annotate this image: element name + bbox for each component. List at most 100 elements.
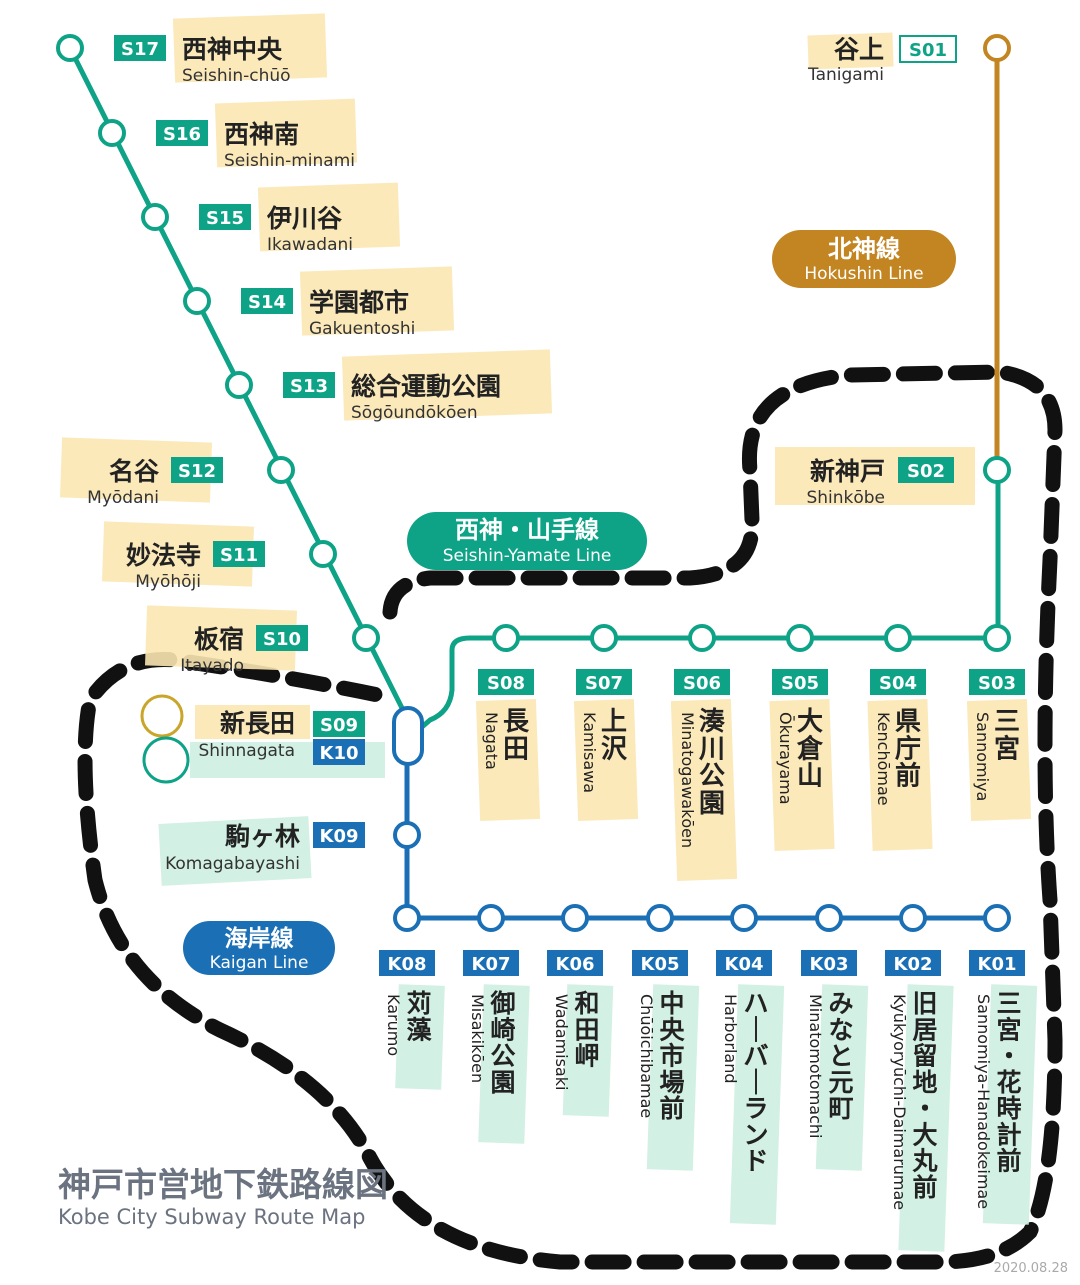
line-badge-seishin-jp: 西神・山手線 — [455, 516, 599, 544]
station-name-jp-k08: 苅藻 — [406, 989, 432, 1044]
station-marker-s06[interactable] — [688, 624, 716, 652]
station-name-jp-s16: 西神南 — [224, 120, 299, 149]
line-badge-seishin-yamate[interactable]: 西神・山手線 Seishin-Yamate Line — [407, 512, 647, 570]
station-marker-s04[interactable] — [884, 624, 912, 652]
highlight-mark — [562, 984, 614, 1117]
highlight-mark — [172, 13, 328, 83]
svg-text:S08: S08 — [487, 673, 525, 694]
station-name-en-s17: Seishin-chūō — [182, 66, 291, 86]
station-marker-s16[interactable] — [98, 119, 126, 147]
station-code-k09: K09 — [313, 822, 365, 848]
station-marker-s12[interactable] — [267, 456, 295, 484]
station-name-jp-s11: 妙法寺 — [126, 541, 201, 570]
station-name-en-s07: Kamisawa — [580, 712, 599, 793]
station-name-jp-s03: 三宮 — [994, 707, 1020, 764]
station-marker-k06[interactable] — [561, 904, 589, 932]
station-name-en-s03: Sannomiya — [973, 712, 992, 801]
highlight-mark — [807, 32, 894, 70]
station-marker-s11[interactable] — [309, 540, 337, 568]
svg-text:K01: K01 — [978, 954, 1017, 975]
highlight-mark — [982, 984, 1038, 1225]
station-name-en-s13: Sōgōundōkōen — [351, 403, 478, 423]
station-marker-s17[interactable] — [56, 34, 84, 62]
highlight-mark — [158, 816, 312, 886]
line-badge-hokushin-en: Hokushin Line — [804, 264, 923, 284]
station-marker-k04[interactable] — [730, 904, 758, 932]
svg-text:S09: S09 — [320, 715, 358, 736]
station-marker-s08[interactable] — [492, 624, 520, 652]
station-name-en-s04: Kenchōmae — [874, 712, 893, 806]
station-marker-s10[interactable] — [352, 624, 380, 652]
station-name-jp-s02: 新神戸 — [810, 457, 885, 486]
station-marker-s02[interactable] — [983, 456, 1011, 484]
highlight-mark — [769, 698, 835, 852]
station-marker-s15[interactable] — [141, 203, 169, 231]
svg-text:S12: S12 — [178, 461, 216, 482]
highlight-mark — [478, 984, 530, 1144]
highlight-mark — [144, 605, 298, 671]
station-marker-k01[interactable] — [983, 904, 1011, 932]
station-code-k10: K10 — [313, 739, 365, 765]
station-name-en-s12: Myōdani — [87, 488, 159, 508]
station-name-jp-k07: 御崎公園 — [489, 989, 515, 1097]
station-code-s10: S10 — [256, 625, 308, 651]
date-stamp: 2020.08.28 — [994, 1261, 1068, 1276]
shinnagata-transfer-marker[interactable] — [392, 706, 424, 766]
svg-text:K04: K04 — [725, 954, 764, 975]
station-marker-k05[interactable] — [646, 904, 674, 932]
station-code-k03: K03 — [801, 950, 857, 976]
station-name-jp-s14: 学園都市 — [309, 288, 409, 317]
highlight-mark — [573, 698, 639, 822]
station-marker-k07[interactable] — [477, 904, 505, 932]
station-code-s11: S11 — [213, 541, 265, 567]
station-code-s03: S03 — [969, 669, 1025, 695]
station-marker-s01[interactable] — [983, 34, 1011, 62]
station-name-jp-s06: 湊川公園 — [699, 707, 725, 819]
highlight-mark — [59, 437, 213, 503]
station-marker-k03[interactable] — [815, 904, 843, 932]
station-marker-k09[interactable] — [393, 821, 421, 849]
svg-text:K05: K05 — [641, 954, 680, 975]
station-name-jp-s12: 名谷 — [109, 457, 160, 486]
svg-text:S16: S16 — [163, 124, 201, 145]
station-marker-s03[interactable] — [983, 624, 1011, 652]
line-badge-kaigan[interactable]: 海岸線 Kaigan Line — [183, 921, 335, 975]
station-marker-s05[interactable] — [786, 624, 814, 652]
station-code-s15: S15 — [199, 204, 251, 230]
station-code-s17: S17 — [114, 35, 166, 61]
highlight-mark — [475, 698, 541, 822]
station-code-s16: S16 — [156, 120, 208, 146]
station-code-s04: S04 — [870, 669, 926, 695]
station-name-en-k02: Kyūkyoryūchi-Daimarumae — [890, 994, 909, 1210]
svg-text:K03: K03 — [810, 954, 849, 975]
highlight-mark — [257, 182, 401, 252]
station-code-k02: K02 — [885, 950, 941, 976]
station-name-en-shinnagata: Shinnagata — [198, 741, 295, 761]
station-marker-k02[interactable] — [899, 904, 927, 932]
station-name-jp-k09: 駒ヶ林 — [225, 822, 300, 851]
highlighter-marks — [59, 13, 1038, 1252]
highlight-mark — [898, 984, 954, 1252]
station-name-en-k05: Chūōichibamae — [637, 994, 656, 1118]
map-title-en: Kobe City Subway Route Map — [58, 1205, 365, 1229]
highlight-mark — [815, 984, 869, 1171]
station-marker-s13[interactable] — [225, 371, 253, 399]
station-name-jp-k05: 中央市場前 — [659, 989, 685, 1123]
station-code-k06: K06 — [547, 950, 603, 976]
station-code-s12: S12 — [171, 457, 223, 483]
svg-text:S07: S07 — [585, 673, 623, 694]
station-code-s02: S02 — [898, 457, 954, 483]
hokushin-line-transfer-circle — [140, 694, 184, 738]
station-marker-k08[interactable] — [393, 904, 421, 932]
line-badge-hokushin[interactable]: 北神線 Hokushin Line — [772, 230, 956, 288]
station-name-jp-s04: 県庁前 — [895, 707, 921, 792]
station-marker-s14[interactable] — [183, 287, 211, 315]
station-code-s14: S14 — [241, 288, 293, 314]
station-name-en-s01: Tanigami — [807, 65, 884, 85]
station-name-jp-s05: 大倉山 — [796, 707, 824, 792]
station-name-en-s14: Gakuentoshi — [309, 319, 415, 339]
line-badge-kaigan-jp: 海岸線 — [225, 925, 294, 952]
seishin-line-transfer-circle — [142, 736, 190, 784]
station-marker-s07[interactable] — [590, 624, 618, 652]
